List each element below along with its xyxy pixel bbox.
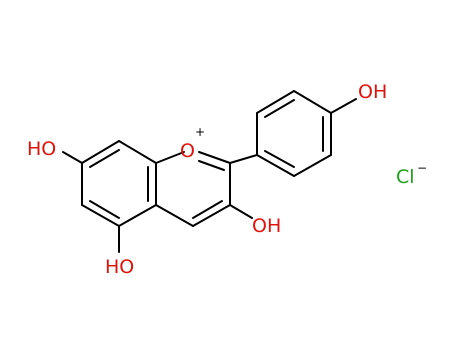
bond-c3-oh bbox=[229, 204, 253, 219]
bond-ph-1 bbox=[256, 90, 295, 114]
bond-c2-phenyl bbox=[229, 154, 258, 164]
bond-ph-inner-1 bbox=[264, 99, 295, 118]
bond-ph-4 bbox=[293, 154, 332, 177]
phenyl-ring bbox=[256, 90, 332, 177]
bond-ph-5 bbox=[256, 154, 295, 177]
chloride-label: Cl bbox=[396, 166, 415, 188]
bond-c8a-c8 bbox=[118, 140, 157, 164]
bond-c6-c5 bbox=[81, 204, 120, 227]
bond-c8a-o1 bbox=[155, 151, 185, 164]
ho-label-left: HO bbox=[27, 138, 56, 160]
bond-c5-c4a bbox=[118, 204, 157, 227]
bond-c7-oh bbox=[62, 151, 83, 164]
bond-para-oh bbox=[330, 98, 357, 114]
oh-label-top-right: OH bbox=[358, 81, 387, 103]
oh-label-bottom-right: OH bbox=[252, 215, 281, 237]
bond-ph-2 bbox=[293, 90, 332, 114]
ring-oxygen-charge: + bbox=[195, 125, 205, 139]
chloride-charge: − bbox=[417, 161, 427, 175]
bond-c4-c4a bbox=[155, 204, 194, 227]
pyrylium-ring bbox=[155, 151, 258, 227]
bond-o1-c2-double bbox=[198, 160, 225, 171]
ho-label-bottom: HO bbox=[105, 256, 134, 278]
ring-oxygen-label: O bbox=[180, 140, 195, 162]
bond-o1-c2 bbox=[198, 151, 231, 164]
bond-c6-c5-double bbox=[89, 200, 120, 219]
bond-c3-c4 bbox=[192, 204, 231, 227]
benzo-ring bbox=[62, 140, 157, 253]
bond-c3-c4-double bbox=[192, 200, 223, 219]
bond-c8-c7 bbox=[81, 140, 120, 164]
bond-c8-c7-double bbox=[89, 149, 120, 168]
bond-ph-inner-3 bbox=[264, 150, 295, 168]
